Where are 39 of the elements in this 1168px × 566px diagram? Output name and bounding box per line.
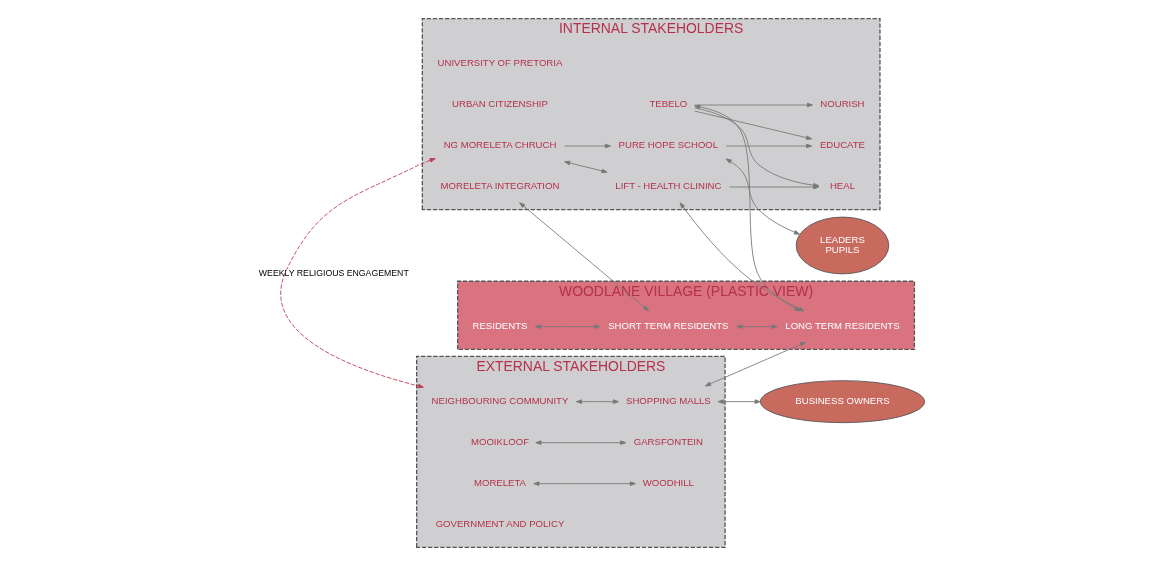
arrow [535,440,627,445]
node-text: MORELETA INTEGRATION [440,180,560,192]
node-text: LIFT - HEALTH CLININC [615,180,722,192]
node-text: NG MORELETA CHRUCH [443,139,557,151]
arrow [519,202,649,312]
node-text: HEAL [829,180,855,192]
arrow [534,324,601,329]
node-text: PURE HOPE SCHOOL [618,139,719,151]
arrow [736,324,778,329]
arrow [679,202,805,312]
arrow [564,143,612,149]
arrow [725,143,813,149]
arrow [694,104,801,312]
node-text: NEIGHBOURING COMMUNITY [431,395,569,407]
arrow [717,399,761,404]
node-text: WOODHILL [642,477,694,489]
node-text: UNIVERSITY OF PRETORIA [437,57,563,69]
node-text: SHORT TERM RESIDENTS [608,320,729,332]
node-text: TEBELO [649,98,688,110]
node-text: LONG TERM RESIDENTS [785,320,900,332]
arrow [280,158,436,389]
node-ellipse: BUSINESS OWNERS [759,380,925,424]
arrow [533,481,636,486]
node-text: MOOIKLOOF [470,436,529,448]
edge-label: WEEKLY RELIGIOUS ENGAGEMENT [258,268,409,279]
node-text: GOVERNMENT AND POLICY [435,518,565,530]
node-text: GARSFONTEIN [633,436,703,448]
node-text: RESIDENTS [472,320,528,332]
arrow [564,160,608,174]
node-text: SHOPPING MALLS [626,395,711,407]
node-text: NOURISH [820,98,865,110]
arrow [694,102,814,108]
arrow [694,110,813,140]
node-text: MORELETA [474,477,526,489]
arrow [575,399,619,404]
node-text: EDUCATE [819,139,865,151]
node-text: URBAN CITIZENSHIP [452,98,548,110]
arrow [704,341,806,387]
arrow [725,158,800,235]
